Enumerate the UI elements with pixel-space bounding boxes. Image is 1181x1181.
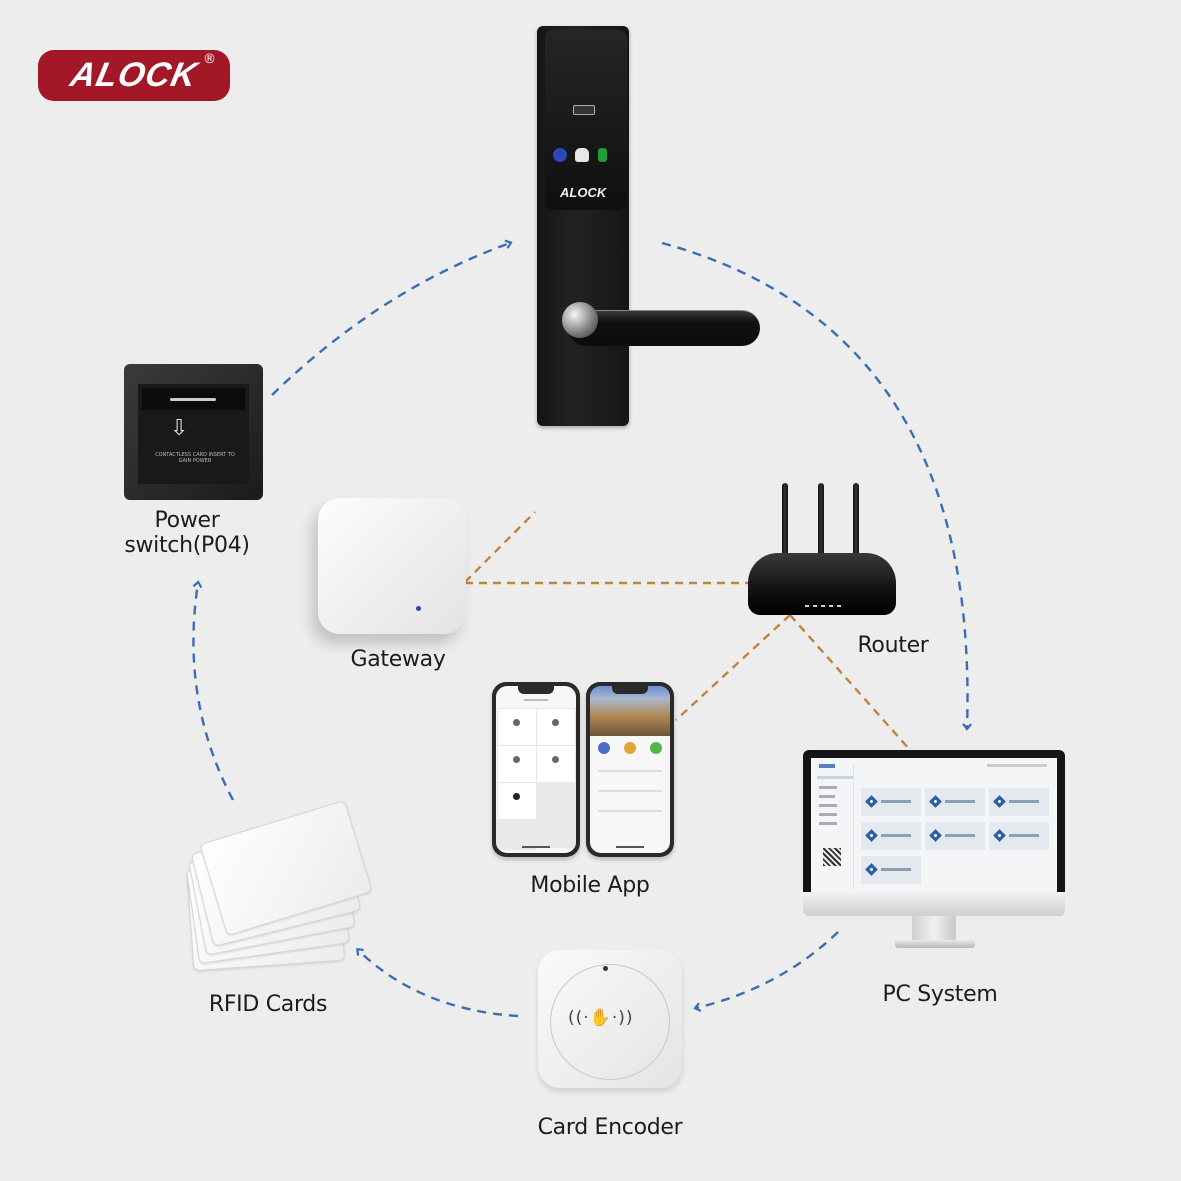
router-led [821, 605, 825, 607]
phone-right [586, 682, 674, 857]
bell-icon [575, 148, 589, 162]
router-led [805, 605, 809, 607]
lock-panel [545, 30, 627, 210]
router-led [813, 605, 817, 607]
pc-app-logo [819, 764, 835, 768]
pc-function-card [861, 856, 921, 884]
gateway-label: Gateway [350, 647, 446, 672]
monitor-chin [803, 892, 1065, 916]
router-body [748, 553, 896, 615]
power-switch-label-line1: Power [154, 508, 220, 533]
power-switch-label: Power switch(P04) [117, 508, 257, 558]
app-tile [497, 708, 537, 746]
lock-handle [568, 310, 760, 346]
rfid-cards-label: RFID Cards [208, 992, 328, 1017]
pc-function-card [861, 822, 921, 850]
power-switch-panel-text: CONTACTLESS CARD INSERT TO GAIN POWER [155, 452, 235, 464]
arrow-lock-to-pc [661, 241, 972, 731]
pc-function-card [925, 788, 985, 816]
pc-function-card [989, 822, 1049, 850]
lock-panel-logo: ALOCK [560, 185, 607, 200]
router-led [829, 605, 833, 607]
router-led [837, 605, 841, 607]
card-encoder-label: Card Encoder [537, 1115, 683, 1140]
arrow-encoder-to-cards [356, 948, 519, 1018]
arrow-pc-to-encoder [693, 931, 839, 1012]
app-tile [497, 745, 537, 783]
registered-mark: ® [203, 52, 216, 67]
link-gateway-up [464, 511, 536, 583]
person-exit-icon [598, 148, 607, 162]
pc-function-card [925, 822, 985, 850]
router-label: Router [857, 633, 929, 658]
phone-left-screen [496, 686, 576, 853]
app-action-icon [598, 742, 610, 754]
router-antenna [782, 483, 788, 558]
router-antenna [818, 483, 824, 558]
monitor-stand [912, 916, 956, 942]
app-tile [536, 708, 576, 746]
slot-opening [170, 398, 216, 401]
app-tile [497, 782, 537, 820]
link-router-to-mobile [675, 614, 791, 721]
link-router-to-pc [789, 614, 911, 751]
monitor-base [895, 940, 975, 948]
phone-left [492, 682, 580, 857]
pc-function-card [861, 788, 921, 816]
app-action-icon [624, 742, 636, 754]
card-encoder-ring [550, 964, 670, 1080]
gateway-led-icon [416, 606, 421, 611]
pc-system-label: PC System [882, 982, 998, 1007]
lock-rose [562, 302, 598, 338]
logo-text: ALOCK [67, 56, 202, 94]
app-action-icon [650, 742, 662, 754]
phone-right-screen [590, 686, 670, 853]
arrow-power-to-lock [271, 239, 513, 396]
router-antenna [853, 483, 859, 558]
brand-logo: ALOCK ® [38, 50, 230, 101]
gateway-device [318, 498, 466, 634]
arrow-cards-to-power [192, 580, 235, 801]
app-tile [536, 745, 576, 783]
room-photo [590, 686, 670, 736]
mobile-app-label: Mobile App [530, 873, 650, 898]
monitor-screen [811, 758, 1057, 892]
arrow-down-icon: ⇩ [170, 416, 189, 441]
qr-code-icon [823, 848, 841, 866]
nfc-tap-icon: ((·✋·)) [568, 1008, 634, 1028]
card-slot-icon [573, 105, 595, 115]
power-switch-label-line2: switch(P04) [124, 533, 250, 558]
fingerprint-icon [553, 148, 567, 162]
card-encoder-led [603, 966, 608, 971]
pc-function-card [989, 788, 1049, 816]
